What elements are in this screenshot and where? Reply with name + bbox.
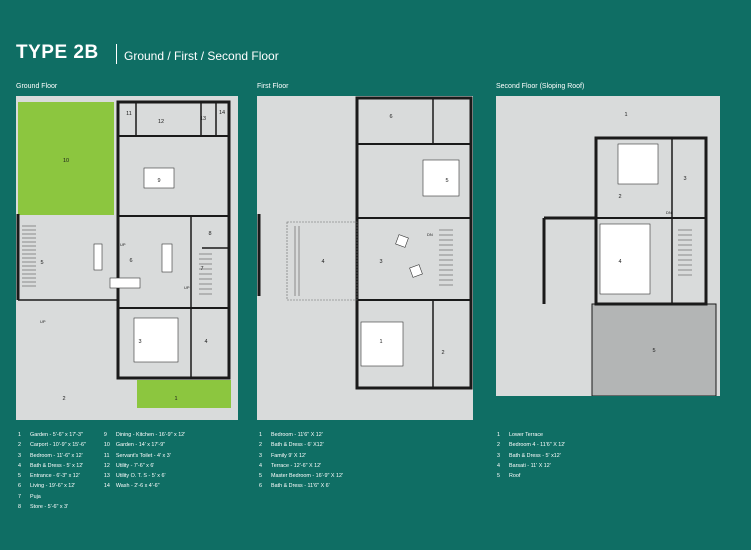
room-number: 4	[618, 259, 621, 265]
garden-area	[137, 380, 231, 408]
armchair	[409, 264, 423, 278]
room-number: 3	[379, 259, 382, 265]
room-number: 2	[618, 194, 621, 200]
staircase	[294, 226, 453, 296]
room-number: 5	[40, 260, 43, 266]
armchair	[395, 234, 409, 248]
stair-annotation: UP	[120, 242, 126, 247]
room-number: 11	[126, 111, 132, 117]
garden-area	[18, 102, 114, 215]
sofa	[93, 243, 103, 271]
staircase	[22, 225, 212, 295]
room-number: 3	[683, 176, 686, 182]
ground-floor-plan: 1 2 3 4 5 6 7 8 9 10 11 12 13 14 UP UP U…	[16, 96, 238, 420]
walls	[16, 100, 231, 380]
ground-floor-label: Ground Floor	[16, 83, 58, 90]
room-number: 4	[321, 259, 324, 265]
bed	[422, 159, 460, 197]
room-number: 1	[379, 339, 382, 345]
second-floor-label: Second Floor (Sloping Roof)	[496, 83, 585, 90]
page-subtitle: Ground / First / Second Floor	[124, 49, 279, 63]
first-floor-label: First Floor	[257, 83, 289, 90]
title-divider	[116, 44, 117, 64]
first-floor-plan: 1 2 3 4 5 6 DN	[257, 96, 473, 420]
room-number: 5	[445, 178, 448, 184]
room-number: 6	[389, 114, 392, 120]
room-number: 3	[138, 339, 141, 345]
terrace-outline	[286, 221, 358, 301]
walls	[542, 136, 708, 306]
dining-table	[143, 167, 175, 189]
sofa	[161, 243, 173, 273]
sofa	[109, 277, 141, 289]
room-number: 14	[219, 110, 225, 116]
stair-annotation: DN	[666, 210, 672, 215]
room-number: 9	[157, 178, 160, 184]
bed	[360, 321, 404, 367]
stair-annotation: UP	[40, 319, 46, 324]
room-number: 13	[200, 116, 206, 122]
room-number: 4	[204, 339, 207, 345]
page-title: TYPE 2B	[16, 42, 99, 63]
room-number: 2	[441, 350, 444, 356]
barsati-room	[599, 223, 651, 295]
room-number: 1	[624, 112, 627, 118]
bed	[133, 317, 179, 363]
stair-annotation: DN	[427, 232, 433, 237]
room-number: 12	[158, 119, 164, 125]
bed	[617, 143, 659, 185]
room-number: 7	[200, 266, 203, 272]
room-number: 2	[62, 396, 65, 402]
second-floor-plan: 1 2 3 4 5 DN	[496, 96, 720, 396]
room-number: 6	[129, 258, 132, 264]
stair-annotation: UP	[184, 285, 190, 290]
room-number: 10	[63, 158, 69, 164]
staircase	[678, 229, 692, 276]
room-number: 8	[208, 231, 211, 237]
room-number: 5	[652, 348, 655, 354]
room-number: 1	[174, 396, 177, 402]
